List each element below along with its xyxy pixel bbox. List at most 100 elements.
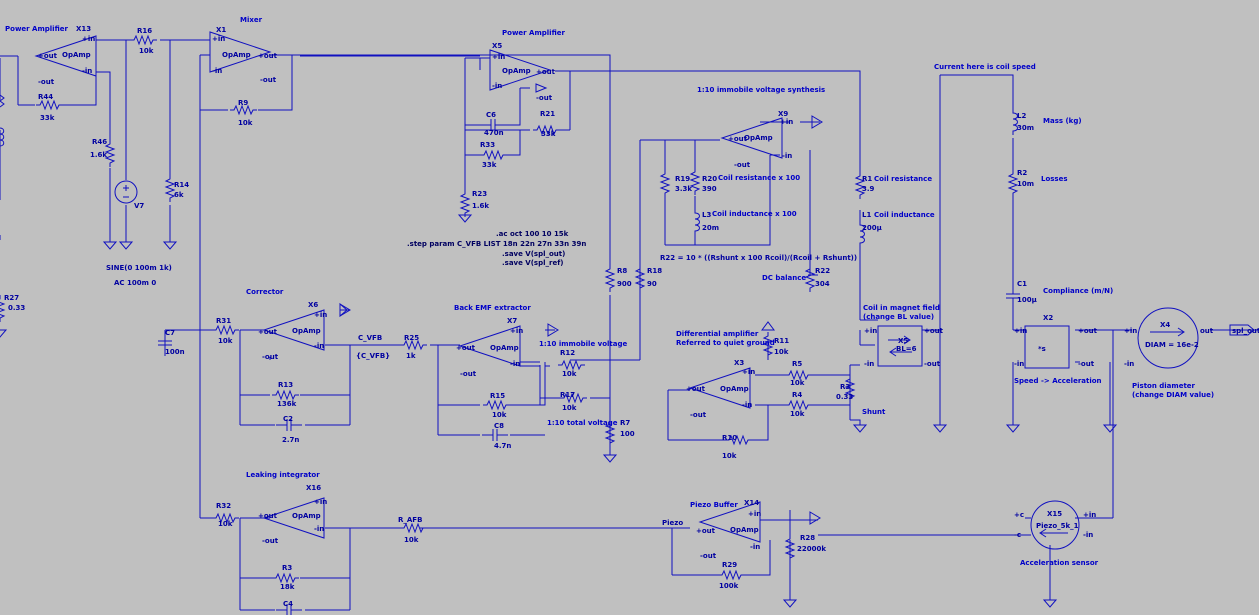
label-pins-in_n: -in xyxy=(82,67,92,75)
resistor-r19[interactable] xyxy=(660,169,670,198)
label-pins-in_n: -in xyxy=(314,342,324,350)
resistor-r46[interactable] xyxy=(105,139,115,168)
label-pins-in_p: +in xyxy=(1124,327,1137,335)
label-blocks-x5b: X5 xyxy=(898,337,908,345)
resistor-r-afb[interactable] xyxy=(399,523,428,533)
title-coil-field-2: (change BL value) xyxy=(863,313,934,321)
label-opamps-x1: X1 xyxy=(216,26,226,34)
label-components-r_afb-1: 10k xyxy=(404,536,419,544)
label-components-r10-0: R10 xyxy=(722,434,737,442)
directive-step: .step param C_VFB LIST 18n 22n 27n 33n 3… xyxy=(407,240,586,248)
title-diff-amp-2: Referred to quiet ground xyxy=(676,339,775,347)
label-blocks-x4: X4 xyxy=(1160,321,1170,329)
resistor-r22[interactable] xyxy=(805,264,815,293)
label-components-r3-0: R3 xyxy=(840,383,850,391)
resistor-r29[interactable] xyxy=(717,570,746,580)
directive-save1: .save V(spl_out) xyxy=(502,250,565,258)
label-opamps-x9: X9 xyxy=(778,110,788,118)
resistor-r9[interactable] xyxy=(229,105,258,115)
title-corrector: Corrector xyxy=(246,288,284,296)
label-components-r7-0: R7 xyxy=(620,419,630,427)
label-pins-opamp: OpAmp xyxy=(292,512,321,520)
label-pins-out_p: +out xyxy=(924,327,944,335)
resistor-r13[interactable] xyxy=(271,390,300,400)
resistor-r18[interactable] xyxy=(635,264,645,293)
resistor-r20[interactable] xyxy=(690,167,700,196)
resistor-r25[interactable] xyxy=(399,340,428,350)
label-pins-out_p: +out xyxy=(1078,327,1098,335)
label-components-c1-1: 100µ xyxy=(1017,296,1037,304)
block-x2[interactable] xyxy=(1024,325,1070,369)
label-components-r44-1: 33k xyxy=(40,114,55,122)
block-x15-piezo[interactable] xyxy=(1030,500,1080,550)
label-pins-in_p: +in xyxy=(780,118,793,126)
title-dc-balance: DC balance xyxy=(762,274,806,282)
title-power-amplifier: Power Amplifier xyxy=(502,29,566,37)
resistor-r28[interactable] xyxy=(785,534,795,563)
voltage-source-v7[interactable] xyxy=(114,180,138,204)
label-components-r25-1: 1k xyxy=(406,352,416,360)
title-coil-ind-x100: Coil inductance x 100 xyxy=(712,210,797,218)
directive-save2: .save V(spl_ref) xyxy=(502,259,563,267)
label-pins-out_n: -out xyxy=(460,370,477,378)
label-pins-nc: -c xyxy=(1014,531,1021,539)
label-pins-in_p: +in xyxy=(748,510,761,518)
label-components-c8-0: C8 xyxy=(494,422,504,430)
label-pins-out_n: -out xyxy=(700,552,717,560)
label-components-c2-0: C2 xyxy=(283,415,293,423)
title-leaking-integrator: Leaking integrator xyxy=(246,471,320,479)
label-blocks-piezo_model: Piezo_5k_1 xyxy=(1036,522,1079,530)
resistor-r14[interactable] xyxy=(165,174,175,203)
resistor-r2[interactable] xyxy=(1008,169,1018,198)
label-components-r15-0: R15 xyxy=(490,392,505,400)
r22-formula: R22 = 10 * ((Rshunt x 100 Rcoil)/(Rcoil … xyxy=(660,254,857,262)
power-flags xyxy=(339,83,1255,525)
label-blocks-x15: X15 xyxy=(1047,510,1062,518)
label-pins-in_n: -in xyxy=(510,360,520,368)
label-pins-out_n: -out xyxy=(924,360,941,368)
label-components-c6-0: C6 xyxy=(486,111,496,119)
resistor-r33[interactable] xyxy=(479,150,508,160)
label-pins-in_n: -in xyxy=(212,67,222,75)
resistor-r8[interactable] xyxy=(605,264,615,293)
resistor-r3b[interactable] xyxy=(271,573,300,583)
title-immobile-voltage: 1:10 immobile voltage xyxy=(539,340,627,348)
capacitor-c8[interactable] xyxy=(481,428,509,442)
block-x4-piston[interactable] xyxy=(1137,307,1199,369)
blocks xyxy=(877,307,1199,550)
resistor-r16[interactable] xyxy=(129,35,158,45)
label-components-r21-1: 33k xyxy=(541,130,556,138)
label-components-l1-1: 200µ xyxy=(862,224,882,232)
label-blocks-diam: DIAM = 16e-2 xyxy=(1145,341,1199,349)
resistor-r15[interactable] xyxy=(482,400,511,410)
label-components-r16-0: R16 xyxy=(137,27,152,35)
label-components-r15-1: 10k xyxy=(492,411,507,419)
label-components-r4-0: R4 xyxy=(792,391,802,399)
label-pins-out_n: -out xyxy=(262,353,279,361)
inductor-l3[interactable] xyxy=(694,209,700,236)
v7-name: V7 xyxy=(134,202,144,210)
title-total-voltage: 1:10 total voltage xyxy=(547,419,618,427)
label-components-r3-1: 0.33 xyxy=(836,393,853,401)
label-pins-out_p: +out xyxy=(258,52,278,60)
block-x5-coil[interactable] xyxy=(877,325,923,367)
label-pins-in_p: +in xyxy=(492,53,505,61)
resistor-r4[interactable] xyxy=(784,400,813,410)
label-components-r27-0: R27 xyxy=(4,294,19,302)
label-pins-in_n: -in xyxy=(742,401,752,409)
label-components-r4-1: 10k xyxy=(790,410,805,418)
label-pins-in_n: -in xyxy=(314,525,324,533)
resistor-r23[interactable] xyxy=(460,189,470,218)
net-c-vfb: C_VFB xyxy=(358,334,382,342)
resistor-r31[interactable] xyxy=(211,325,240,335)
resistor-r5[interactable] xyxy=(784,370,813,380)
label-pins-in_p: +in xyxy=(864,327,877,335)
resistor-r12[interactable] xyxy=(557,360,586,370)
label-components-c2-1: 2.7n xyxy=(282,436,299,444)
resistor-r44[interactable] xyxy=(35,100,64,110)
label-components-r2-0: R2 xyxy=(1017,169,1027,177)
label-pins-in_p: +in xyxy=(82,35,95,43)
label-blocks-bl: BL=6 xyxy=(896,345,917,353)
